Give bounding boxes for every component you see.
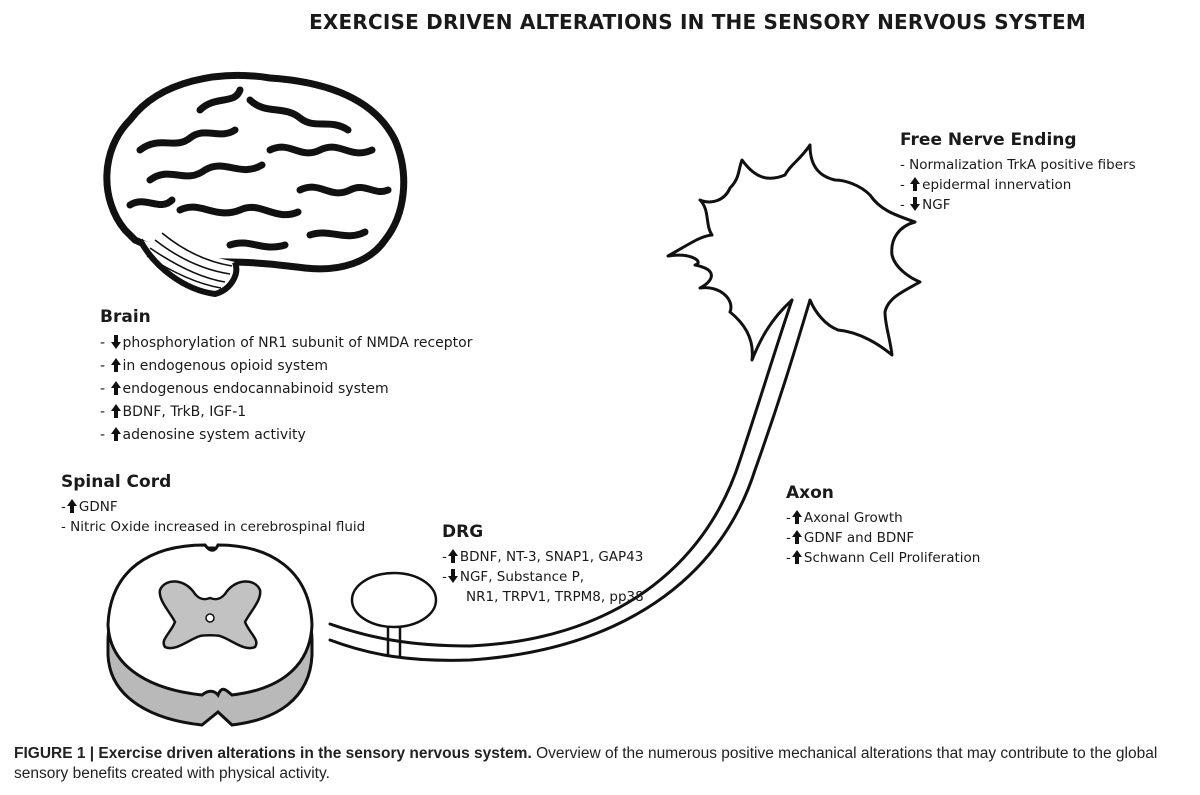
sensory-neuron-illustration: [328, 143, 922, 662]
spinal-cord-heading: Spinal Cord: [61, 472, 172, 492]
up-arrow-icon: [910, 177, 921, 191]
axon-heading: Axon: [786, 483, 834, 503]
figure-title: EXERCISE DRIVEN ALTERATIONS IN THE SENSO…: [309, 10, 1086, 34]
list-item: - adenosine system activity: [100, 427, 306, 443]
list-item: - in endogenous opioid system: [100, 358, 328, 374]
brain-list: - phosphorylation of NR1 subunit of NMDA…: [100, 332, 473, 447]
spinal-cord-list: -GDNF - Nitric Oxide increased in cerebr…: [61, 497, 365, 537]
caption-text: Overview of the numerous positive mechan…: [14, 745, 1158, 782]
list-item: -GDNF and BDNF: [786, 530, 915, 546]
drg-block: DRG -BDNF, NT-3, SNAP1, GAP43 -NGF, Subs…: [442, 522, 644, 607]
list-item: - epidermal innervation: [900, 177, 1072, 193]
up-arrow-icon: [110, 358, 121, 372]
figure-caption: FIGURE 1 | Exercise driven alterations i…: [14, 744, 1189, 784]
up-arrow-icon: [447, 549, 458, 563]
up-arrow-icon: [791, 530, 802, 544]
axon-block: Axon -Axonal Growth -GDNF and BDNF -Schw…: [786, 483, 980, 568]
free-nerve-ending-heading: Free Nerve Ending: [900, 130, 1077, 150]
list-item: -Axonal Growth: [786, 510, 903, 526]
up-arrow-icon: [791, 550, 802, 564]
down-arrow-icon: [110, 335, 121, 349]
list-item: - Nitric Oxide increased in cerebrospina…: [61, 519, 366, 535]
up-arrow-icon: [791, 510, 802, 524]
list-item-continuation: NR1, TRPV1, TRPM8, pp38: [466, 589, 644, 605]
brain-illustration: [103, 71, 408, 298]
list-item: - BDNF, TrkB, IGF-1: [100, 404, 247, 420]
list-item: -NGF, Substance P,: [442, 569, 585, 585]
up-arrow-icon: [66, 499, 77, 513]
brain-heading: Brain: [100, 307, 151, 327]
down-arrow-icon: [447, 569, 458, 583]
brain-block: Brain - phosphorylation of NR1 subunit o…: [100, 307, 473, 447]
list-item: -Schwann Cell Proliferation: [786, 550, 981, 566]
caption-label: FIGURE 1 | Exercise driven alterations i…: [14, 745, 532, 762]
list-item: - endogenous endocannabinoid system: [100, 381, 389, 397]
axon-list: -Axonal Growth -GDNF and BDNF -Schwann C…: [786, 508, 980, 568]
spinal-cord-block: Spinal Cord -GDNF - Nitric Oxide increas…: [61, 472, 365, 537]
drg-heading: DRG: [442, 522, 484, 542]
free-nerve-ending-block: Free Nerve Ending - Normalization TrkA p…: [900, 130, 1136, 215]
spinal-cord-illustration: [106, 543, 314, 727]
list-item: -GDNF: [61, 499, 118, 515]
drg-list: -BDNF, NT-3, SNAP1, GAP43 -NGF, Substanc…: [442, 547, 644, 607]
down-arrow-icon: [910, 197, 921, 211]
list-item: - NGF: [900, 197, 951, 213]
drg-cell-body: [350, 571, 438, 629]
list-item: - Normalization TrkA positive fibers: [900, 157, 1136, 173]
list-item: -BDNF, NT-3, SNAP1, GAP43: [442, 549, 644, 565]
up-arrow-icon: [110, 427, 121, 441]
up-arrow-icon: [110, 381, 121, 395]
list-item: - phosphorylation of NR1 subunit of NMDA…: [100, 335, 473, 351]
free-nerve-ending-list: - Normalization TrkA positive fibers - e…: [900, 155, 1136, 215]
up-arrow-icon: [110, 404, 121, 418]
